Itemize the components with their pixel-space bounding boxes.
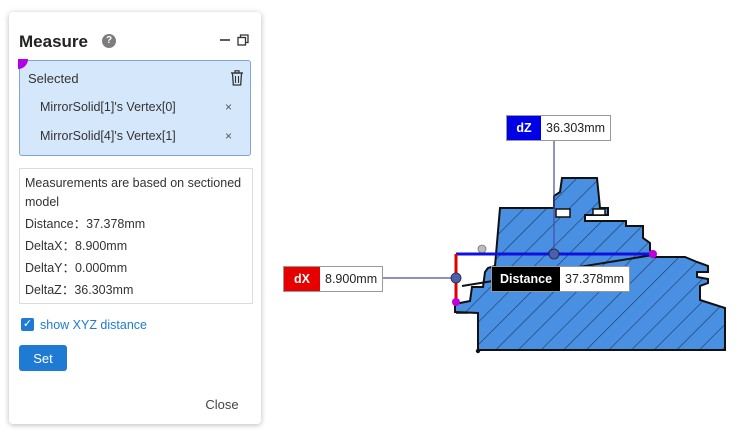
delta-z-value: DeltaZ：36.303mm <box>25 283 134 297</box>
dx-key: dX <box>284 267 320 291</box>
set-button[interactable]: Set <box>19 345 67 371</box>
checkbox[interactable]: ✓ <box>21 318 34 331</box>
origin-dot <box>475 348 481 354</box>
grey-marker <box>477 244 487 254</box>
info-note: Measurements are based on sectioned <box>25 176 242 190</box>
delta-y-value: DeltaY：0.000mm <box>25 261 128 275</box>
x-midpoint-handle[interactable] <box>450 272 462 284</box>
section-notch <box>592 208 606 216</box>
selection-marker <box>18 59 28 69</box>
measure-panel: Measure ? Selected MirrorSolid[1]'s Vert… <box>9 12 261 424</box>
section-solid[interactable] <box>454 177 726 351</box>
dz-key: dZ <box>507 116 541 140</box>
selected-list: Selected MirrorSolid[1]'s Vertex[0] × Mi… <box>18 59 251 156</box>
vertex-point[interactable] <box>649 250 657 258</box>
selected-item: MirrorSolid[4]'s Vertex[1] <box>40 129 176 143</box>
selected-title: Selected <box>28 71 79 86</box>
minimize-icon[interactable] <box>219 34 231 46</box>
info-note: model <box>25 195 60 209</box>
help-icon[interactable]: ? <box>102 34 116 48</box>
trash-icon[interactable] <box>230 70 244 86</box>
measurement-results: Measurements are based on sectioned mode… <box>19 168 253 304</box>
remove-item-button[interactable]: × <box>225 129 233 143</box>
delta-x-value: DeltaX：8.900mm <box>25 239 128 253</box>
distance-key: Distance <box>492 267 560 291</box>
selected-item: MirrorSolid[1]'s Vertex[0] <box>40 100 176 114</box>
restore-icon[interactable] <box>237 34 249 46</box>
section-notch <box>555 208 571 218</box>
remove-item-button[interactable]: × <box>225 100 233 114</box>
distance-value: Distance：37.378mm <box>25 217 146 231</box>
checkbox-label[interactable]: show XYZ distance <box>40 318 147 332</box>
dx-label: dX 8.900mm <box>283 266 384 292</box>
distance-label: Distance 37.378mm <box>491 266 631 292</box>
close-button[interactable]: Close <box>197 394 247 414</box>
distance-value-tag: 37.378mm <box>565 272 625 286</box>
dz-label: dZ 36.303mm <box>506 115 612 141</box>
z-midpoint-handle[interactable] <box>548 248 560 260</box>
panel-title: Measure <box>19 32 88 51</box>
model-viewport[interactable] <box>270 100 740 360</box>
vertex-point[interactable] <box>452 298 460 306</box>
dz-value: 36.303mm <box>546 121 606 135</box>
dx-value: 8.900mm <box>325 272 378 286</box>
